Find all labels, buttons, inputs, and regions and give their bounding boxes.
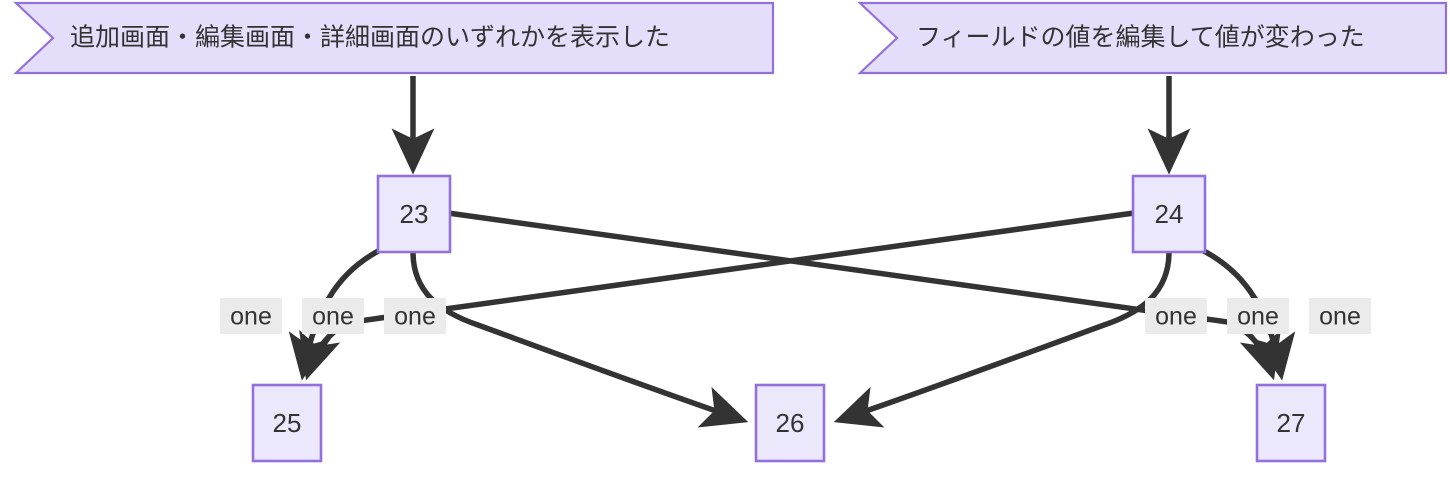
edge-label-text: one xyxy=(1319,303,1361,331)
node-24-box xyxy=(1131,174,1207,254)
edge-label-5: one xyxy=(1227,298,1289,334)
edge-label-text: one xyxy=(230,303,272,331)
edge-label-text: one xyxy=(394,303,436,331)
node-27-label: 27 xyxy=(1277,408,1306,438)
edge-label-6: one xyxy=(1309,298,1371,334)
node-25-label: 25 xyxy=(273,408,302,438)
node-23-label: 23 xyxy=(400,199,429,229)
node-26-label: 26 xyxy=(776,408,805,438)
edge-label-text: one xyxy=(1237,303,1279,331)
edge-label-4: one xyxy=(1145,298,1207,334)
edge-24-to-27 xyxy=(1198,246,1296,381)
note-right-text: フィールドの値を編集して値が変わった xyxy=(916,24,1365,52)
note-right-shape xyxy=(857,1,1448,75)
node-23[interactable]: 23 xyxy=(376,174,452,254)
node-24[interactable]: 24 xyxy=(1131,174,1207,254)
edge-label-3: one xyxy=(384,298,446,334)
node-23-box xyxy=(376,174,452,254)
node-26-box xyxy=(754,383,826,463)
note-left-text: 追加画面・編集画面・詳細画面のいずれかを表示した xyxy=(70,24,670,52)
node-25[interactable]: 25 xyxy=(251,383,323,463)
node-24-label: 24 xyxy=(1155,199,1184,229)
edge-label-text: one xyxy=(1155,303,1197,331)
edge-label-2: one xyxy=(302,298,364,334)
edge-24-to-26 xyxy=(833,251,1172,428)
note-left-shape xyxy=(13,1,775,75)
node-25-box xyxy=(251,383,323,463)
note-right[interactable]: フィールドの値を編集して値が変わった xyxy=(857,1,1448,75)
node-27-box xyxy=(1255,383,1327,463)
note-layer: 追加画面・編集画面・詳細画面のいずれかを表示した フィールドの値を編集して値が変… xyxy=(13,1,1448,75)
edge-label-layer: one one one one one one xyxy=(220,298,1371,334)
node-layer: 23 24 25 26 27 xyxy=(251,174,1327,463)
note-left[interactable]: 追加画面・編集画面・詳細画面のいずれかを表示した xyxy=(13,1,775,75)
edge-label-text: one xyxy=(312,303,354,331)
edge-label-1: one xyxy=(220,298,282,334)
node-26[interactable]: 26 xyxy=(754,383,826,463)
edge-23-to-26 xyxy=(410,251,749,428)
node-27[interactable]: 27 xyxy=(1255,383,1327,463)
